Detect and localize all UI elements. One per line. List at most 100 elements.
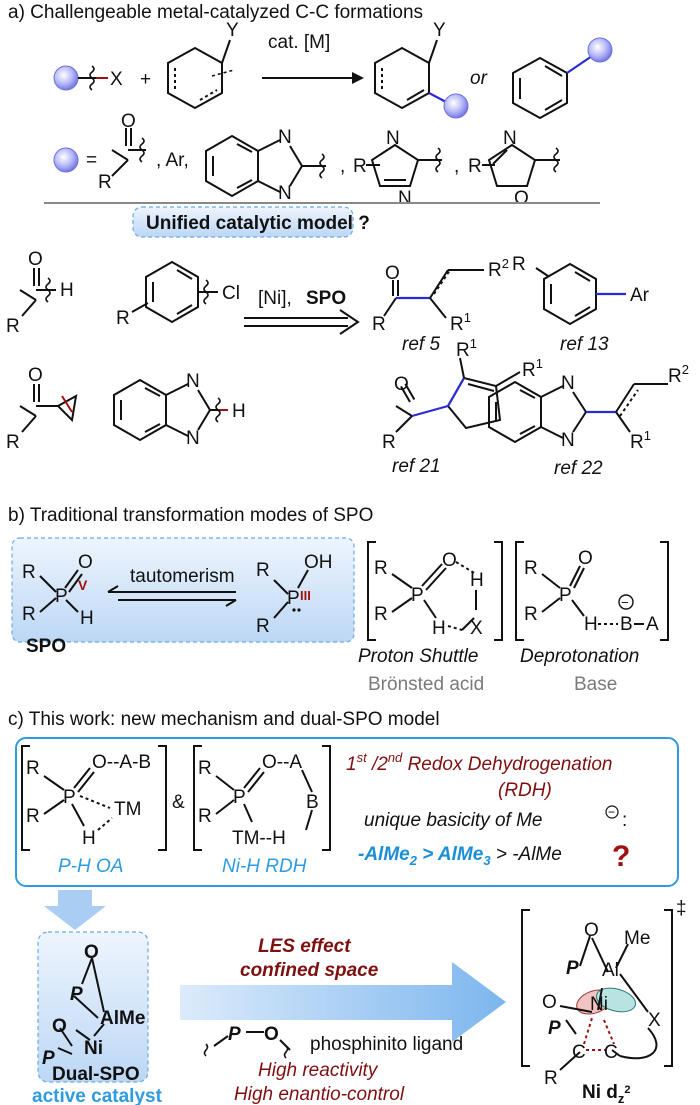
ampersand: & (172, 792, 185, 813)
tmh-label: TM--H (232, 828, 286, 849)
dual-spo-structure (57, 957, 105, 1055)
mechanism-box (15, 737, 679, 887)
ni-dz2-label: Ni dz2 (582, 1082, 631, 1105)
ph-oa-label: P-H OA (58, 856, 123, 877)
section-b-heading: b) Traditional transformation modes of S… (8, 505, 373, 526)
active-catalyst-label: active catalyst (32, 1086, 163, 1105)
o-label-ald: O (28, 249, 43, 270)
double-arrow-head-icon (339, 309, 360, 335)
redox-line-1: 1st /2nd Redox Dehydrogenation (346, 750, 613, 775)
ni-d: Ni d (582, 1082, 618, 1103)
r-dp-1: R (524, 558, 538, 579)
alme2: -AlMe (358, 844, 410, 865)
comma-r-2: , (454, 156, 459, 177)
colon: : (622, 810, 627, 831)
gt-2: > -AlMe (491, 844, 562, 865)
equilibrium-arrow-left-icon (107, 585, 119, 593)
r1-sup-vb: 1 (644, 428, 651, 443)
ref5-label: ref 5 (402, 334, 440, 355)
o-dual-1: O (84, 942, 99, 963)
oab-label: O--A-B (92, 752, 151, 773)
p-rdh: P (233, 787, 246, 808)
spo-label-b: SPO (26, 636, 66, 657)
tm-oa: TM (114, 799, 141, 820)
o-label-p5: O (78, 552, 93, 573)
acyl-group (111, 128, 146, 177)
x-ps: X (470, 618, 483, 639)
unified-question-box (132, 206, 354, 238)
negative-charge-icon-me (605, 805, 619, 819)
catalyst-label: cat. [M] (268, 32, 330, 53)
ni-label: [Ni], (258, 288, 292, 309)
equilibrium-arrow-right-icon (225, 599, 237, 607)
bracket-right-2 (660, 541, 669, 641)
a-dp: A (646, 614, 659, 635)
o-ts-1: O (584, 920, 599, 941)
r2-letter-vb: R (668, 366, 682, 387)
r-dp-2: R (524, 604, 538, 625)
n-label-4: N (398, 188, 412, 209)
r-oxazole: R (468, 156, 482, 177)
n-label-3: N (386, 128, 400, 149)
p-dp: P (559, 585, 572, 606)
les-label: LES effect (258, 936, 351, 957)
benzimidazole (205, 134, 326, 198)
section-c-heading: c) This work: new mechanism and dual-SPO… (8, 709, 440, 730)
or-label: or (470, 68, 488, 89)
r-label: R (98, 172, 112, 193)
benzene-ring-y (167, 39, 235, 110)
p-ligand: P (228, 1024, 241, 1045)
bracket-left-1 (367, 541, 376, 641)
alme2-sub: 2 (409, 853, 418, 868)
r-rdh-2: R (198, 806, 212, 827)
r-oa-2: R (26, 806, 40, 827)
r1-label-vb: R1 (630, 428, 651, 453)
base-label: Base (574, 674, 617, 695)
ni-2: 2 (624, 1084, 630, 1096)
r1-label: R1 (450, 310, 471, 335)
r1-letter: R (450, 314, 464, 335)
r1-sup-cpe-1: 1 (470, 336, 477, 351)
r-p5-1: R (22, 562, 36, 583)
r-p3-2: R (256, 616, 270, 637)
big-arrow-icon (180, 962, 506, 1042)
p-ps: P (411, 585, 424, 606)
r2-label: R2 (488, 256, 509, 281)
high-reactivity-label: High reactivity (258, 1060, 379, 1081)
n-label-5: N (503, 128, 517, 149)
r-rdh-1: R (198, 758, 212, 779)
r-ts: R (544, 1068, 558, 1089)
r1-label-cpe-1: R1 (456, 336, 477, 361)
n-label-vb-1: N (561, 373, 575, 394)
h-label-bzh: H (232, 401, 246, 422)
r1-label-cpe-2: R1 (522, 356, 543, 381)
n-label-vb-2: N (561, 430, 575, 451)
r-label-arcl: R (116, 308, 130, 329)
y-label-product: Y (433, 20, 446, 41)
p-label-p5: P (55, 586, 68, 607)
product-ortho (374, 39, 469, 119)
c-ts-1: C (572, 1042, 586, 1063)
h-label-ald: H (60, 280, 74, 301)
roman-iii: III (300, 588, 311, 603)
n-label-bzh-1: N (186, 371, 200, 392)
biaryl-product (535, 262, 626, 326)
bracket-rdh-right (322, 745, 331, 851)
o-label-cpe: O (394, 374, 409, 395)
product-aryl (512, 37, 613, 120)
h-oa: H (82, 828, 96, 849)
comma-r: , (340, 156, 345, 177)
ni-dual: Ni (84, 1038, 103, 1059)
oxazole (482, 143, 560, 187)
oh-label: OH (304, 552, 333, 573)
r-label-cpe: R (382, 432, 396, 453)
me-ts: Me (624, 928, 650, 949)
tautomer-box (11, 537, 355, 643)
spo-label: SPO (306, 288, 346, 309)
p-oa: P (63, 787, 76, 808)
r2-letter: R (488, 260, 502, 281)
dual-spo-box (37, 931, 149, 1083)
o-dual-2: O (52, 1016, 67, 1037)
r-p3-1: R (256, 560, 270, 581)
arrow-head-icon (352, 72, 364, 84)
